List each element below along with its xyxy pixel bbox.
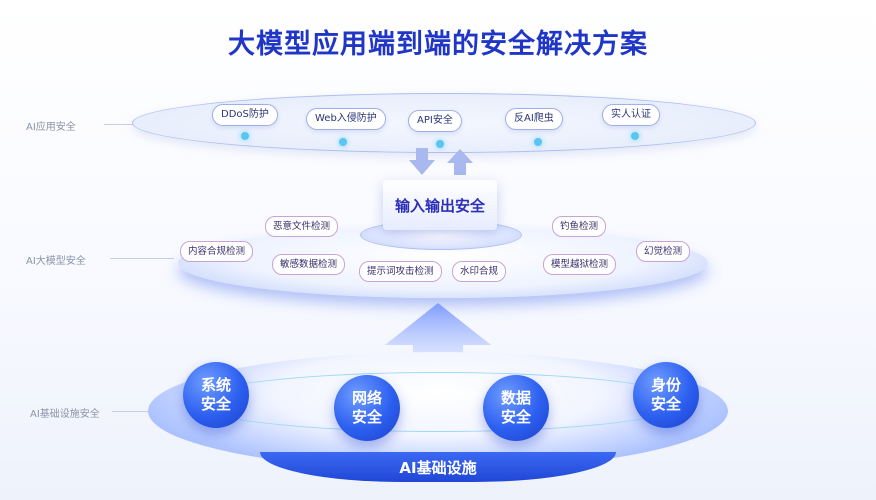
arrow-up-icon [447, 149, 473, 175]
app-item-web-intrusion: Web入侵防护 [306, 108, 386, 130]
infra-node-system: 系统 安全 [183, 362, 249, 428]
connector-line [112, 411, 150, 412]
infra-node-line2: 安全 [500, 408, 531, 426]
infra-node-line2: 安全 [650, 395, 681, 413]
model-item-hallucination: 幻觉检测 [636, 241, 691, 262]
page-title: 大模型应用端到端的安全解决方案 [228, 29, 648, 60]
connector-line [104, 124, 134, 125]
model-item-sensitive-data: 敏感数据检测 [272, 254, 346, 275]
model-item-phishing: 钓鱼检测 [552, 216, 607, 237]
layer-label-infra: AI基础设施安全 [30, 409, 100, 420]
node-dot [631, 132, 639, 140]
connector-line [110, 258, 174, 259]
layer-label-model: AI大模型安全 [26, 256, 86, 267]
infra-node-identity: 身份 安全 [633, 362, 699, 428]
model-item-jailbreak: 模型越狱检测 [543, 254, 617, 275]
infra-node-network: 网络 安全 [334, 375, 400, 441]
model-item-watermark: 水印合规 [452, 261, 507, 282]
io-security-box: 输入输出安全 [383, 180, 497, 230]
layer-label-app: AI应用安全 [26, 122, 76, 133]
node-dot [241, 132, 249, 140]
node-dot [339, 138, 347, 146]
infra-node-line1: 网络 [351, 389, 382, 407]
infra-base-label: AI基础设施 [260, 452, 616, 482]
infra-orbit [190, 372, 688, 432]
app-item-anti-crawler: 反AI爬虫 [505, 108, 563, 130]
app-item-ddos: DDoS防护 [212, 104, 278, 126]
infra-node-line2: 安全 [200, 395, 231, 413]
app-item-api: API安全 [408, 110, 462, 132]
infra-node-line2: 安全 [351, 408, 382, 426]
model-item-prompt-attack: 提示词攻击检测 [359, 261, 442, 282]
arrow-down-icon [409, 148, 435, 175]
app-item-identity-verification: 实人认证 [602, 104, 660, 126]
model-item-malicious-file: 恶意文件检测 [265, 216, 339, 237]
node-dot [436, 140, 444, 148]
node-dot [534, 138, 542, 146]
model-item-content-compliance: 内容合规检测 [180, 241, 254, 262]
infra-node-line1: 系统 [200, 376, 231, 394]
infra-node-line1: 数据 [500, 389, 531, 407]
infra-node-data: 数据 安全 [483, 375, 549, 441]
big-arrow-up-icon [385, 303, 491, 383]
infra-node-line1: 身份 [650, 376, 681, 394]
